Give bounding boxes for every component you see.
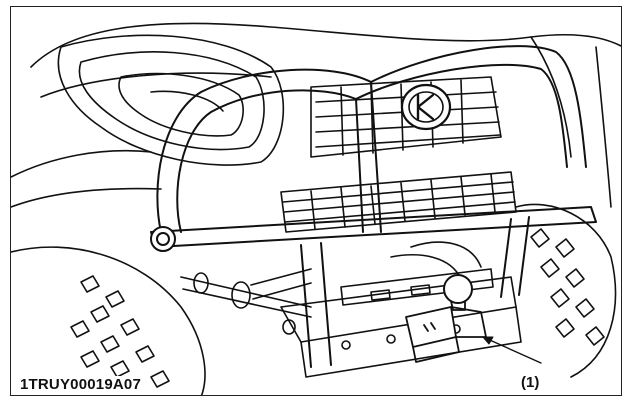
vehicle-hood: [11, 22, 621, 208]
hitch-ball-mount: [405, 274, 487, 363]
figure-code: 1TRUY00019A07: [17, 376, 145, 393]
callout-label: (1): [521, 374, 540, 391]
brush-guard: [150, 45, 597, 368]
left-tire: [11, 246, 206, 395]
callout-leader: [482, 336, 542, 364]
hitch-bracket: [280, 268, 522, 378]
drive-shaft: [180, 241, 482, 318]
figure-frame: 1TRUY00019A07 (1): [10, 6, 622, 396]
utv-front-hitch-drawing: [11, 22, 621, 395]
right-tire: [515, 203, 617, 378]
headlight: [57, 34, 285, 166]
brand-emblem: [400, 83, 452, 131]
callout-arrowhead: [482, 336, 494, 345]
